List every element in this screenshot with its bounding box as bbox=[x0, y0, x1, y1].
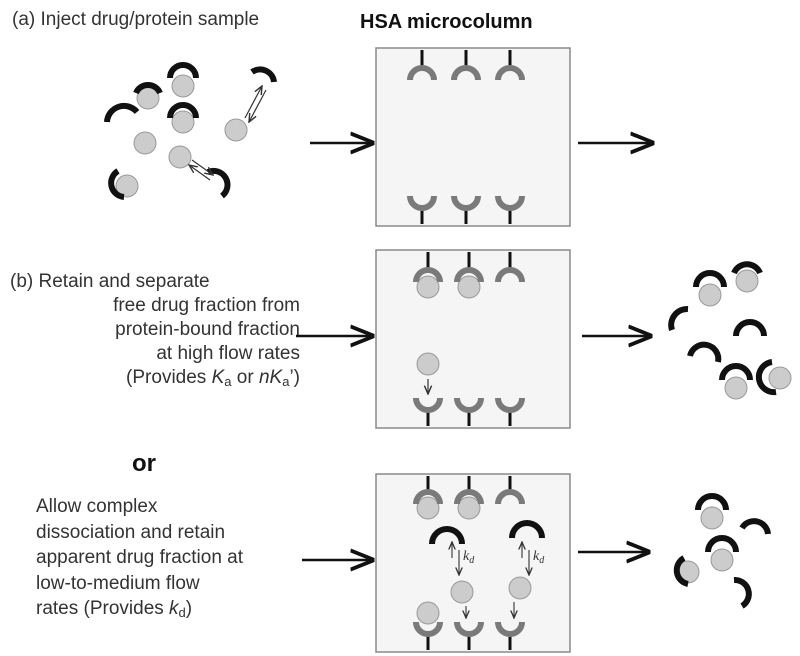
eluted-proteins-b bbox=[668, 261, 792, 400]
protein bbox=[206, 167, 231, 199]
column-b-contents bbox=[413, 252, 525, 426]
panel-b-line-4: at high flow rates bbox=[156, 343, 300, 364]
immobilized-hsa bbox=[495, 50, 525, 81]
panel-c-line-4: low-to-medium flow bbox=[36, 572, 200, 594]
protein bbox=[167, 62, 199, 79]
column-c-contents bbox=[413, 476, 545, 650]
drug bbox=[171, 74, 195, 98]
panel-c-text: Allow complex dissociation and retain ap… bbox=[36, 494, 243, 626]
eluted-proteins-c bbox=[673, 493, 771, 609]
column-a-ligands bbox=[407, 50, 525, 224]
dissociating-protein bbox=[429, 526, 465, 545]
drug bbox=[171, 110, 195, 134]
drug bbox=[115, 174, 139, 198]
immobilized-hsa bbox=[407, 50, 437, 81]
protein bbox=[167, 102, 199, 119]
panel-b-provides: (Provides Ka or nKa’) bbox=[126, 367, 300, 389]
panel-c-line-1: Allow complex bbox=[36, 496, 158, 517]
bound-drug bbox=[457, 275, 481, 299]
sample-mixture bbox=[104, 62, 277, 200]
panel-c-line-2: dissociation and retain bbox=[36, 521, 226, 543]
protein bbox=[104, 102, 140, 123]
dissociating-protein bbox=[509, 520, 545, 539]
column-title: HSA microcolumn bbox=[360, 11, 533, 33]
kd-label-right: kd bbox=[533, 549, 545, 566]
panel-c-provides: rates (Provides kd) bbox=[36, 598, 193, 620]
panel-b-line-1: (b) Retain and separate bbox=[10, 271, 210, 292]
immobilized-hsa bbox=[451, 50, 481, 81]
free-drug bbox=[416, 352, 440, 376]
immobilized-hsa bbox=[407, 195, 437, 224]
or-label: or bbox=[132, 450, 156, 477]
panel-c-line-3: apparent drug fraction at bbox=[36, 547, 244, 568]
drug bbox=[168, 145, 192, 169]
drug bbox=[224, 118, 248, 142]
protein bbox=[250, 66, 277, 83]
microcolumn-a bbox=[375, 47, 571, 227]
panel-b-line-3: protein-bound fraction bbox=[115, 319, 300, 340]
panel-a-label: (a) Inject drug/protein sample bbox=[12, 9, 260, 30]
immobilized-hsa bbox=[495, 195, 525, 224]
protein bbox=[133, 82, 163, 95]
immobilized-hsa bbox=[451, 195, 481, 224]
panel-b-line-2: free drug fraction from bbox=[113, 295, 300, 316]
panel-b-text: (b) Retain and separate free drug fracti… bbox=[10, 270, 300, 394]
drug bbox=[133, 131, 157, 155]
bound-drug bbox=[416, 275, 440, 299]
kd-label-left: kd bbox=[463, 549, 475, 566]
protein bbox=[108, 168, 125, 200]
